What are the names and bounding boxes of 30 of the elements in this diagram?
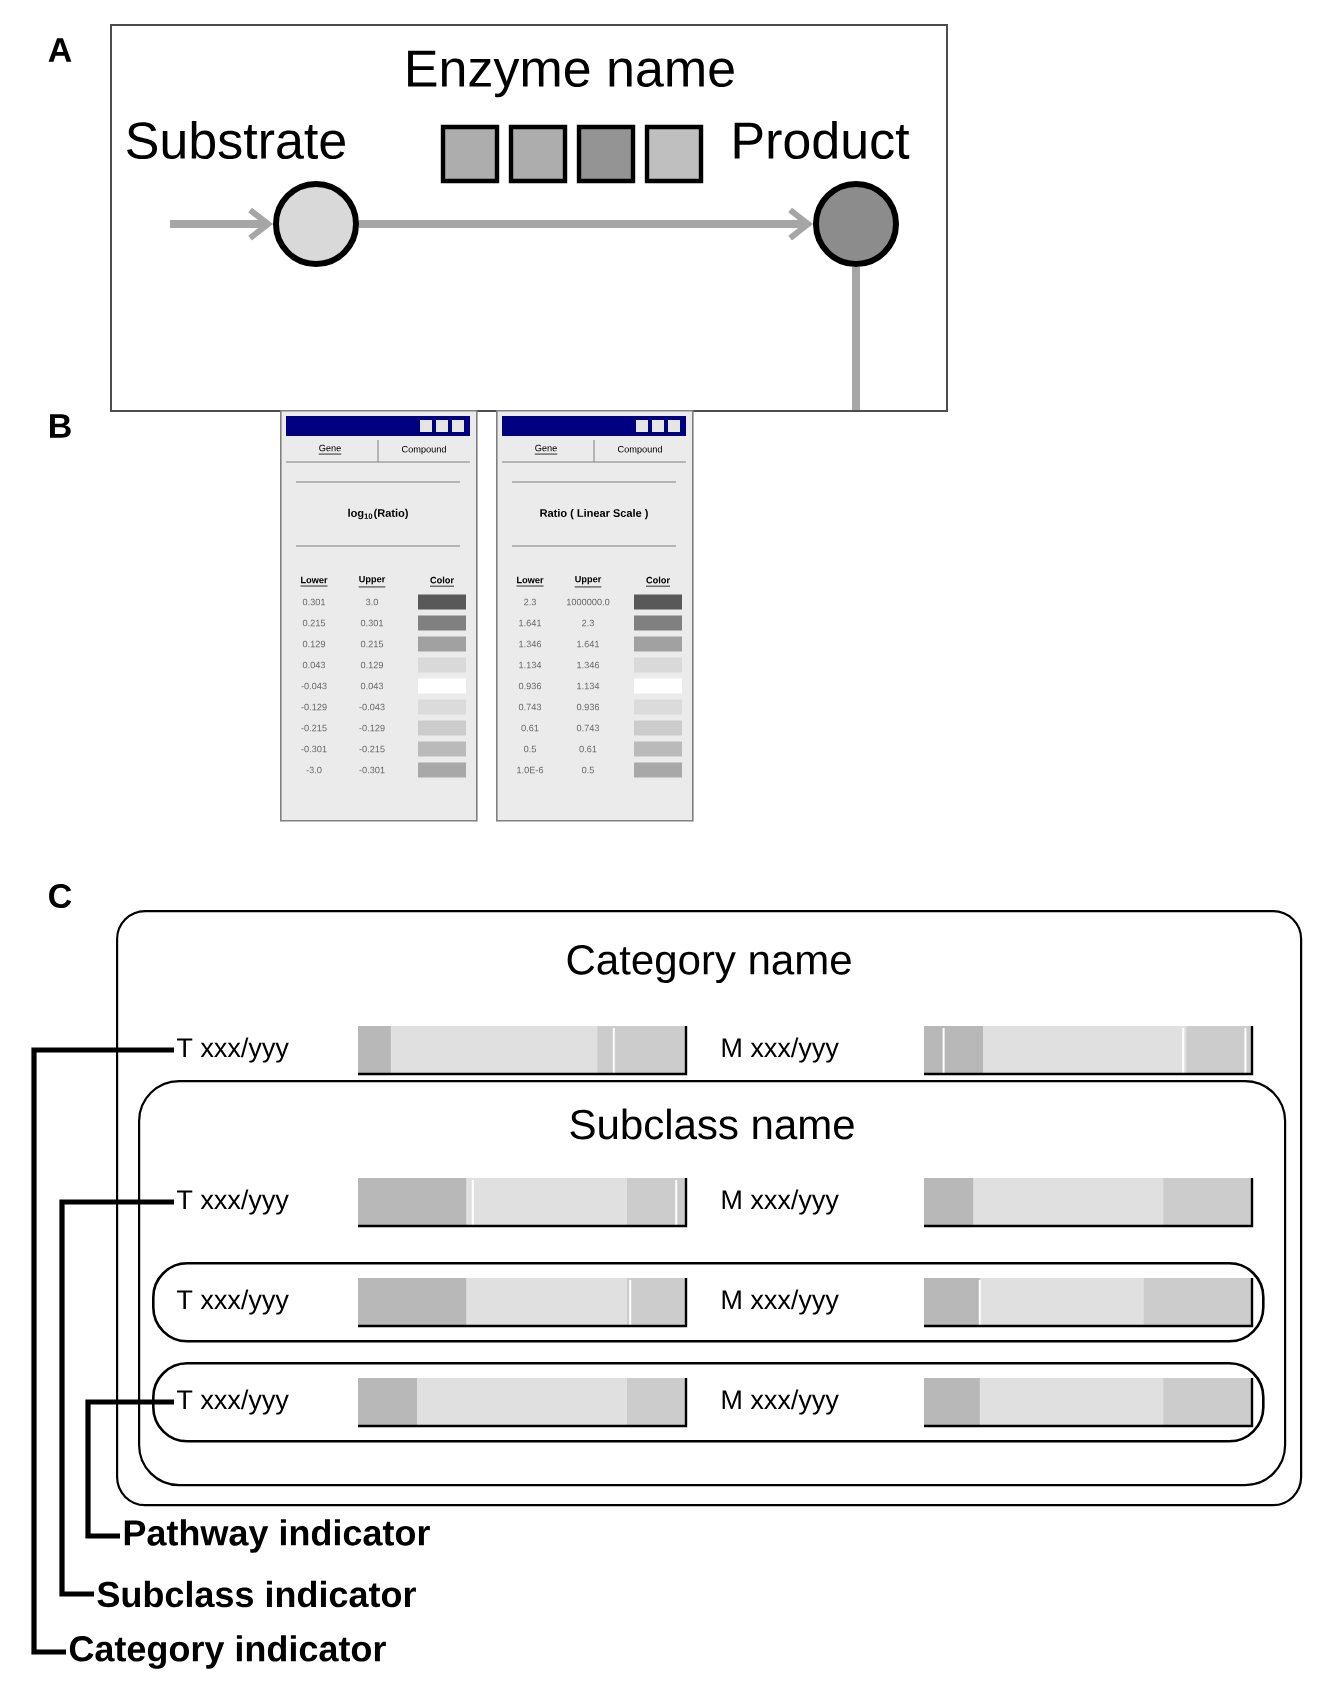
leader-line	[31, 1047, 174, 1655]
dialog-window	[496, 410, 694, 822]
ratio-label: T xxx/yyy	[177, 1037, 289, 1063]
leader-line	[85, 1399, 174, 1539]
ratio-label: T xxx/yyy	[177, 1289, 289, 1315]
pathway-box	[152, 1262, 1265, 1343]
pathway-box	[152, 1362, 1265, 1443]
panel-letter: B	[50, 414, 71, 438]
indicator-label: Pathway indicator	[124, 1519, 430, 1553]
panel-letter: A	[48, 38, 72, 62]
enzyme-square	[508, 124, 568, 184]
ratio-label: M xxx/yyy	[722, 1037, 839, 1063]
arrow	[359, 207, 813, 241]
enzyme-square	[440, 124, 500, 184]
ratio-label: M xxx/yyy	[722, 1289, 839, 1315]
leader-line	[59, 1199, 174, 1597]
panel-letter: C	[49, 883, 72, 909]
enzyme-square	[576, 124, 636, 184]
dialog-window	[280, 410, 478, 822]
indicator-label: Category indicator	[69, 1635, 386, 1669]
enzyme-label: Enzyme name	[408, 50, 734, 98]
ratio-label: M xxx/yyy	[722, 1389, 839, 1415]
ratio-label: T xxx/yyy	[177, 1389, 289, 1415]
arrow	[170, 207, 273, 241]
indicator-label: Subclass indicator	[97, 1580, 416, 1608]
ratio-label: T xxx/yyy	[177, 1189, 289, 1215]
ratio-label: M xxx/yyy	[722, 1189, 839, 1215]
metabolite-label: Product	[734, 120, 910, 160]
enzyme-square	[644, 124, 704, 184]
metabolite-label: Substrate	[127, 120, 345, 160]
